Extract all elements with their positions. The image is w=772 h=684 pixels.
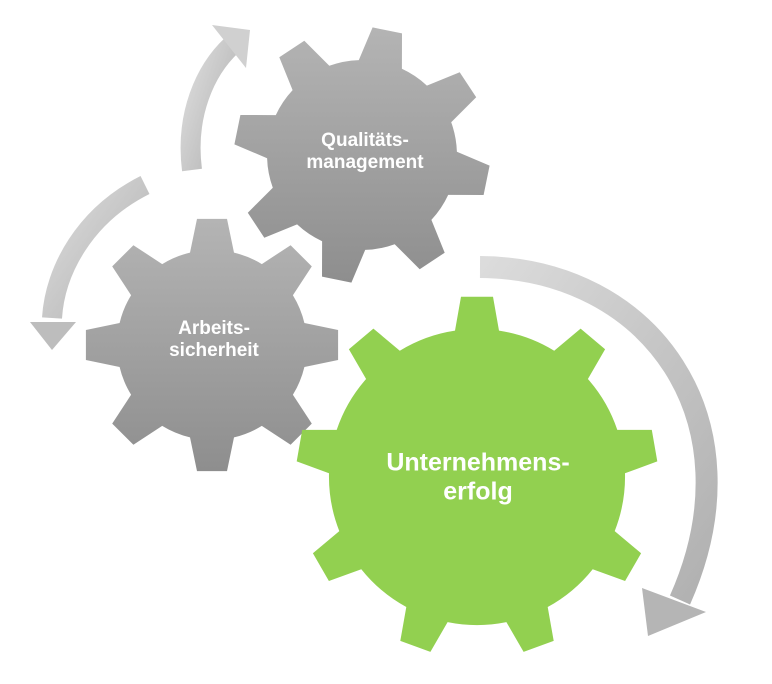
- gear-quality-label: Qualitäts- management: [306, 130, 423, 174]
- label-line: Unternehmens-: [386, 448, 570, 477]
- cycle-arrow-left: [30, 176, 150, 350]
- label-line: Qualitäts-: [321, 130, 409, 152]
- label-line: management: [306, 152, 424, 173]
- label-line: Arbeits-: [178, 318, 250, 340]
- cycle-arrow-right: [479, 256, 718, 636]
- cycle-arrow-top: [180, 25, 250, 172]
- label-line: erfolg: [443, 477, 513, 505]
- label-line: sicherheit: [169, 340, 259, 361]
- gear-safety-label: Arbeits- sicherheit: [169, 318, 259, 362]
- gear-success-label: Unternehmens- erfolg: [386, 448, 569, 506]
- gear-quality-shape: [234, 27, 490, 283]
- gear-safety-shape: [85, 218, 339, 472]
- gear-success-shape: [296, 296, 658, 652]
